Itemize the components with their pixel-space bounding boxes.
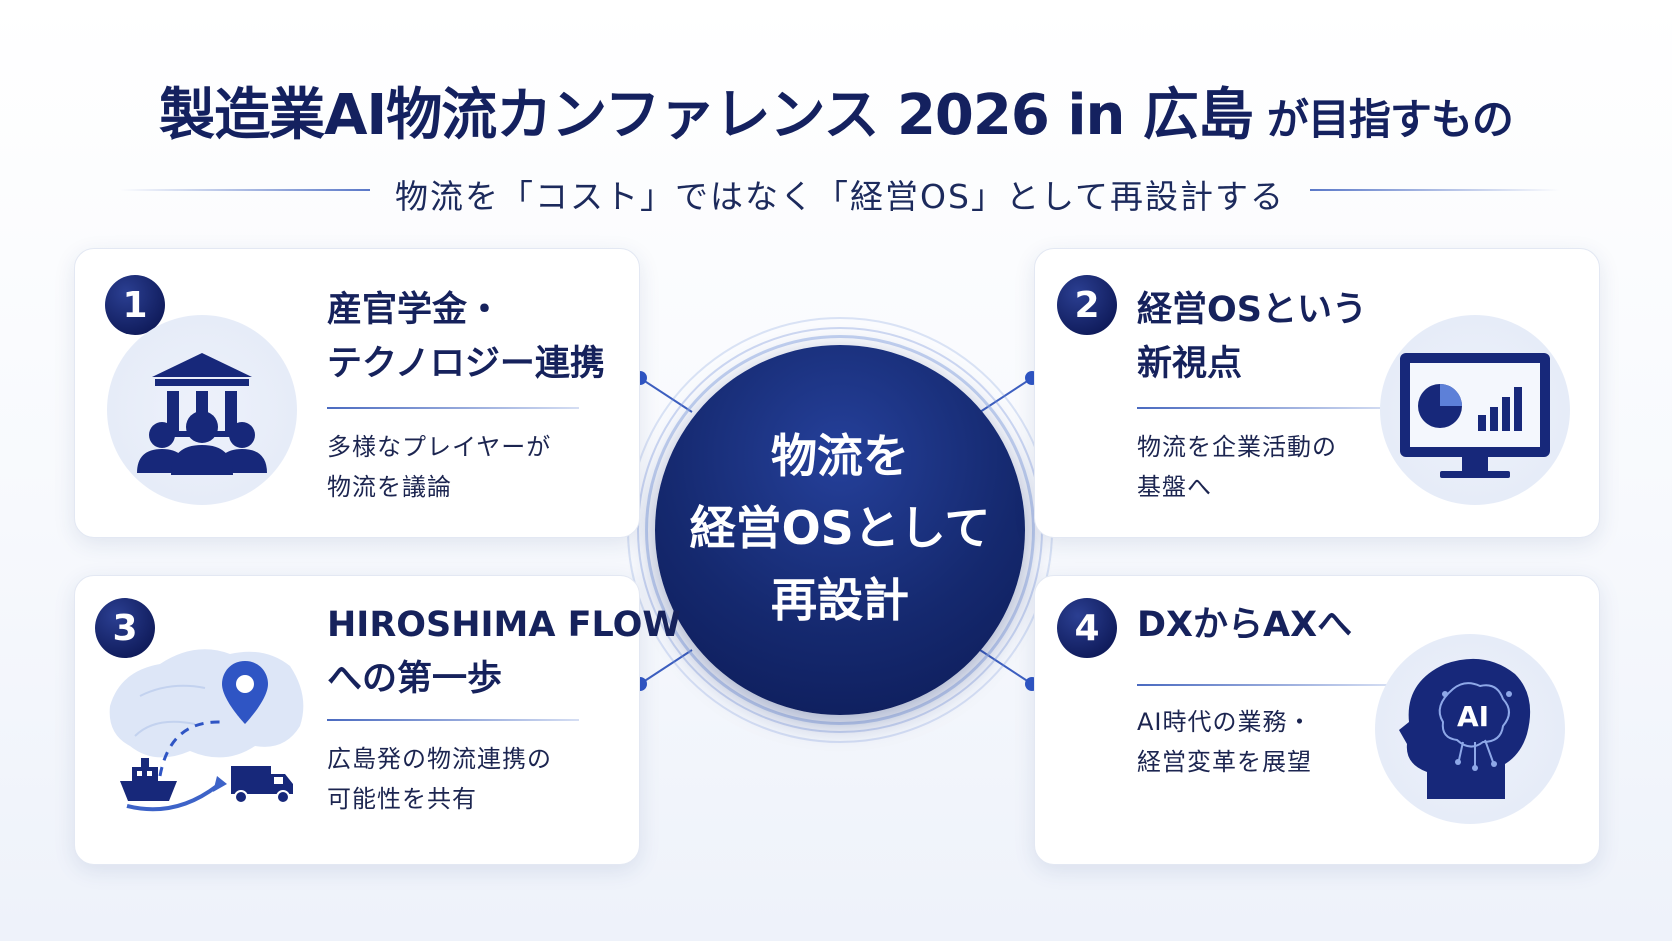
center-line-3: 再設計 [771,573,909,627]
card-2-number-badge: 2 [1057,275,1117,335]
ai-head-icon: AI [1399,658,1531,799]
card-1-title: 産官学金・ テクノロジー連携 [327,283,605,391]
card-4: 4 DXからAXへ AI時代の業務・ 経営変革を展望 AI [1034,575,1600,865]
card-3-number-badge: 3 [95,598,155,658]
card-1-description: 多様なプレイヤーが 物流を議論 [327,427,551,507]
card-3-desc-line-1: 広島発の物流連携の [327,745,552,773]
card-4-desc-line-1: AI時代の業務・ [1137,708,1313,736]
card-4-title-line-1: DXからAXへ [1137,605,1353,645]
card-3-title-line-2: への第一歩 [327,659,503,699]
subtitle-row: 物流を「コスト」ではなく「経営OS」として再設計する [0,168,1672,216]
title-suffix: が目指すもの [1266,95,1514,144]
center-circle [655,345,1025,715]
card-3-desc-line-2: 可能性を共有 [327,785,477,813]
card-2-desc-line-2: 基盤へ [1137,473,1212,501]
map-ship-truck-icon [109,649,304,812]
card-2-icon-circle [1380,315,1570,505]
card-4-icon-circle: AI [1375,634,1565,824]
page-title: 製造業AI物流カンファレンス 2026 in 広島が目指すもの [0,70,1672,151]
center-line-1: 物流を [771,429,909,483]
card-2-desc-line-1: 物流を企業活動の [1137,433,1337,461]
card-1-icon-circle [107,315,297,505]
subtitle-line-right [1310,189,1560,191]
card-2-description: 物流を企業活動の 基盤へ [1137,427,1337,507]
card-1-number-badge: 1 [105,275,165,335]
card-2-title-line-2: 新視点 [1137,344,1243,384]
center-text: 物流を 経営OSとして 再設計 [655,420,1025,636]
card-2-title-line-1: 経営OSという [1137,290,1367,330]
card-2-title: 経営OSという 新視点 [1137,283,1367,391]
card-3-divider [327,719,579,721]
card-4-title: DXからAXへ [1137,598,1352,652]
card-4-divider [1137,684,1389,686]
card-3-title: HIROSHIMA FLOW への第一歩 [327,598,681,706]
card-1: 1 産官学金・ テクノロジー連携 多様なプレイヤーが 物流を議論 [74,248,640,538]
card-1-title-line-2: テクノロジー連携 [327,344,605,384]
center-line-2: 経営OSとして [689,501,991,555]
center-ring-inner [645,335,1035,725]
card-1-desc-line-1: 多様なプレイヤーが [327,433,552,461]
card-1-desc-line-2: 物流を議論 [327,473,452,501]
card-2-divider [1137,407,1389,409]
subtitle-line-left [120,189,370,191]
card-3: 3 HIROSHIMA FLOW への第一歩 広島発の物流連携の 可能性を共有 [74,575,681,865]
card-4-number-badge: 4 [1057,598,1117,658]
card-3-description: 広島発の物流連携の 可能性を共有 [327,739,552,819]
subtitle: 物流を「コスト」ではなく「経営OS」として再設計する [395,177,1285,216]
card-4-description: AI時代の業務・ 経営変革を展望 [1137,702,1313,782]
card-2: 2 経営OSという 新視点 物流を企業活動の 基盤へ [1034,248,1600,538]
institution-people-icon [137,353,267,475]
card-1-title-line-1: 産官学金・ [327,290,503,330]
title-main: 製造業AI物流カンファレンス 2026 in 広島 [159,83,1254,148]
card-3-title-line-1: HIROSHIMA FLOW [327,605,681,645]
card-4-desc-line-2: 経営変革を展望 [1137,748,1312,776]
card-1-divider [327,407,579,409]
ai-head-icon-label: AI [1457,700,1489,733]
monitor-chart-icon [1400,353,1550,478]
